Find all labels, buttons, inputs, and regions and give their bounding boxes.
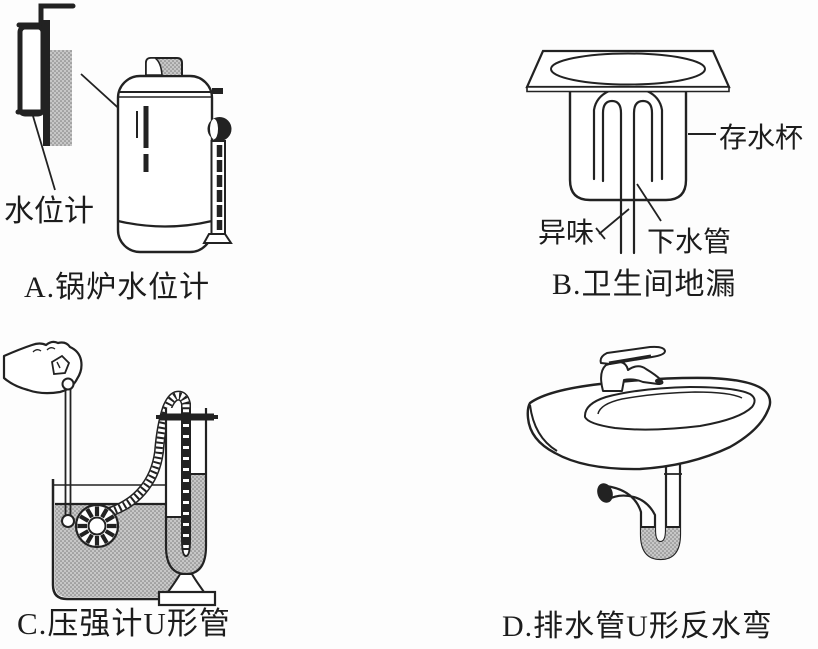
hand [2, 340, 83, 395]
inner-sleeve-right-and-pipe [632, 99, 654, 255]
trap-water [641, 527, 680, 559]
capsule-spokes [77, 506, 117, 546]
boiler-cap [145, 57, 183, 77]
drain-internals [592, 89, 664, 255]
label-water-gauge: 水位计 [4, 195, 94, 228]
pressure-probe [61, 389, 120, 549]
trap [597, 459, 682, 561]
drainpipe-leader [636, 183, 662, 222]
sink-trap-diagram [526, 345, 772, 561]
wall-flange [597, 483, 613, 503]
gauge-inset [15, 3, 76, 191]
clamp-bar [160, 413, 214, 421]
odor-leader [598, 208, 630, 235]
gauge-label-leader [32, 115, 56, 191]
sight-glass-tube [17, 24, 46, 117]
drain-plate-edge [526, 86, 730, 93]
caption-a: A.锅炉水位计 [24, 271, 211, 304]
label-storage-cup: 存水杯 [719, 123, 804, 154]
manometer-diagram [2, 340, 218, 607]
bell-wall-left [592, 89, 611, 181]
inner-sleeve-left-and-pipe [601, 99, 623, 255]
boiler [80, 57, 233, 254]
pinched-grip [51, 354, 71, 375]
floor-drain-diagram [525, 49, 731, 255]
capsule-hub [87, 516, 107, 536]
rod-knob [61, 377, 75, 391]
basin [526, 376, 772, 471]
pointer-lines [595, 133, 716, 240]
grip-crease [56, 361, 61, 369]
caption-d: D.排水管U形反水弯 [502, 610, 773, 643]
side-stub [212, 88, 223, 94]
u-tube-liquid [167, 474, 205, 573]
hose [108, 390, 191, 517]
rod-tip [61, 514, 75, 528]
u-tube-manometer [156, 408, 218, 607]
knuckles [32, 347, 56, 353]
basin-front-lip [529, 404, 558, 452]
water-inside-boiler [50, 50, 72, 146]
bell-wall-right [645, 89, 664, 181]
handle-shadow [608, 354, 652, 365]
boiler-water-gauge-diagram [15, 3, 233, 254]
clamp-nub-right [214, 415, 218, 419]
label-odor: 异味 [538, 218, 595, 249]
label-drain-pipe: 下水管 [647, 227, 732, 258]
trap-cup [568, 89, 688, 202]
stand-trumpet [166, 573, 206, 593]
faucet [599, 345, 666, 392]
caption-b: B.卫生间地漏 [552, 268, 737, 301]
bowl-inner-line [597, 391, 743, 415]
liquid-levels [167, 473, 205, 518]
u-tube-inner-wall [181, 408, 191, 558]
odor-leader-tick [595, 227, 606, 240]
boiler-wall-section [43, 20, 50, 146]
probe-rod [64, 389, 72, 517]
water-storage-cup [568, 89, 688, 202]
clamp-nub-left [156, 415, 160, 419]
stand-base [157, 590, 217, 607]
spout-tip [655, 378, 662, 384]
drain-plate-hole [550, 52, 706, 86]
beaker [51, 479, 182, 601]
side-gauge [202, 117, 233, 244]
floor-plate [525, 49, 731, 93]
caption-c: C.压强计U形管 [17, 606, 231, 641]
faucet-handle [599, 345, 666, 365]
boiler-bottom-seam [117, 219, 213, 228]
fist-outline [2, 340, 83, 395]
